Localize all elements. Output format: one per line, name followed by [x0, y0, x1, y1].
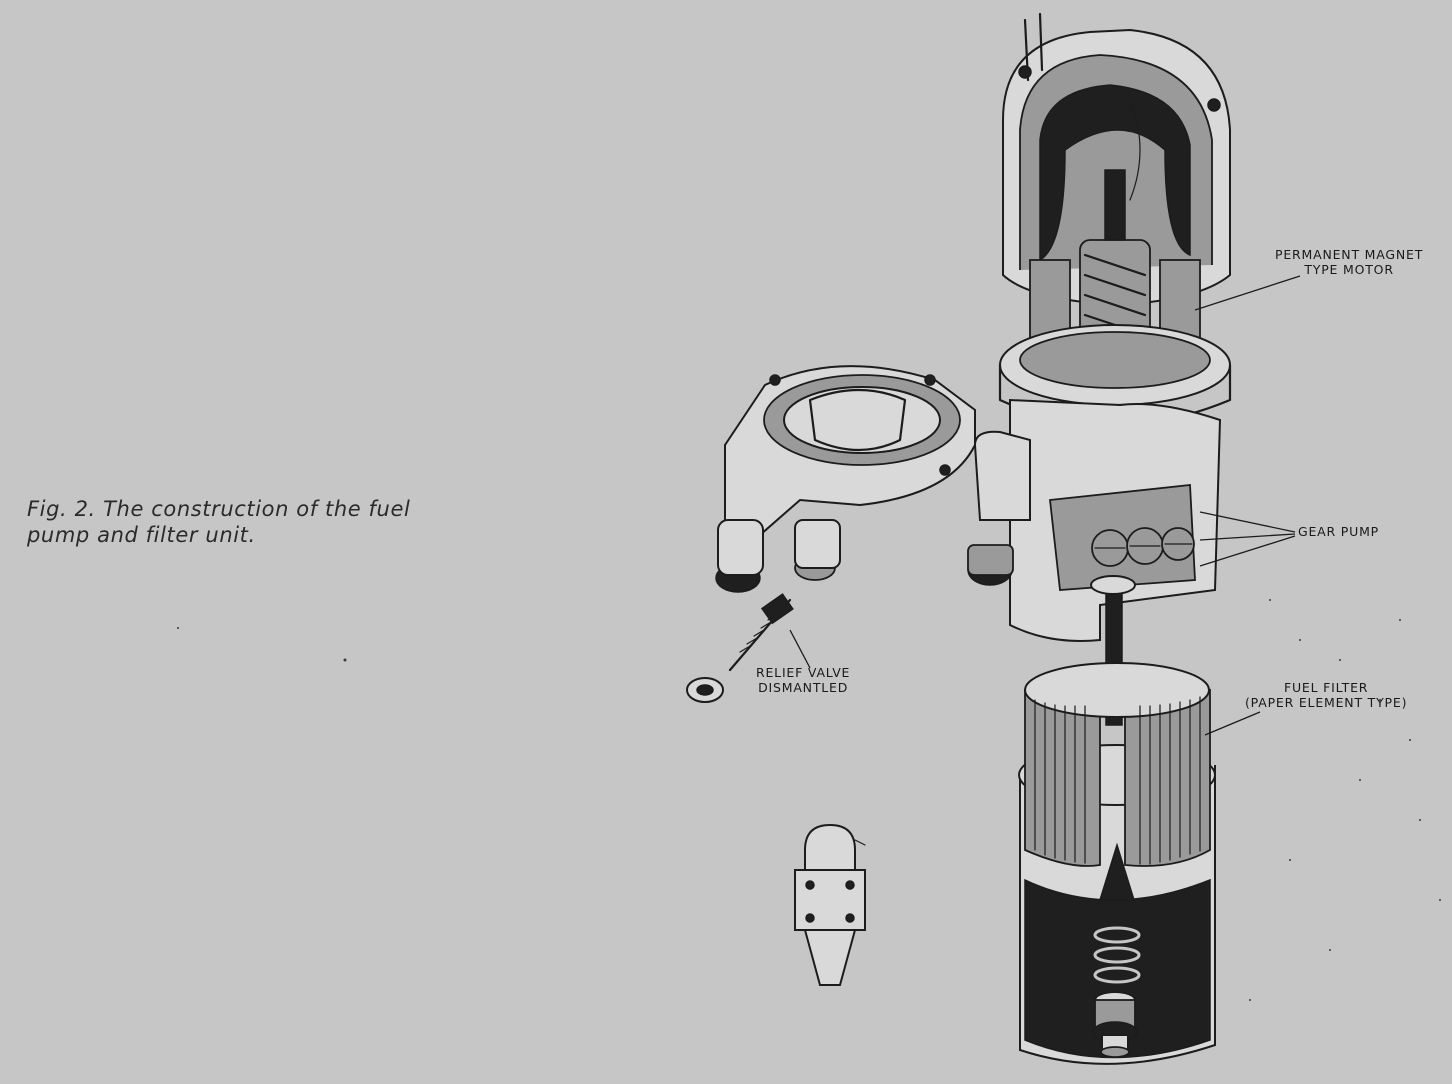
label-gear-pump: GEAR PUMP [1298, 524, 1379, 539]
label-motor-line-1: PERMANENT MAGNET [1275, 247, 1424, 262]
label-relief-valve-line-1: RELIEF VALVE [756, 665, 851, 680]
label-relief-valve-line-2: DISMANTLED [758, 680, 849, 695]
relief-valve-parts [686, 593, 794, 703]
motor-housing [1002, 12, 1231, 307]
label-fuel-filter-line-2: (PAPER ELEMENT TYPE) [1245, 695, 1408, 710]
leader-gear-pump-1 [1199, 511, 1296, 533]
leader-fuel-filter [1204, 711, 1261, 736]
leader-lines [789, 275, 1301, 736]
label-motor-line-2: TYPE MOTOR [1304, 262, 1394, 277]
leader-gear-pump-3 [1199, 535, 1296, 567]
gear-set [1091, 527, 1195, 567]
label-relief-valve: RELIEF VALVE DISMANTLED [756, 665, 850, 695]
leader-relief-valve [789, 629, 811, 669]
pump-body [967, 398, 1222, 726]
caption-line-1: Fig. 2. The construction of the fuel [27, 497, 411, 521]
small-component [794, 823, 866, 986]
figure-caption: Fig. 2. The construction of the fuel pum… [27, 496, 467, 548]
caption-line-2: pump and filter unit. [27, 523, 256, 547]
label-fuel-filter-line-1: FUEL FILTER [1283, 680, 1369, 695]
drain-plug [1092, 991, 1138, 1058]
filter-bowl [1018, 662, 1216, 1065]
leader-motor [1194, 275, 1301, 311]
filter-spring [1093, 926, 1141, 984]
leader-gear-pump-2 [1199, 533, 1296, 541]
label-gear-pump-text: GEAR PUMP [1298, 524, 1380, 539]
pump-housing-detached [715, 365, 976, 593]
label-motor: PERMANENT MAGNET TYPE MOTOR [1275, 247, 1423, 277]
print-speckle [177, 599, 1441, 1001]
label-fuel-filter: FUEL FILTER (PAPER ELEMENT TYPE) [1245, 680, 1407, 710]
